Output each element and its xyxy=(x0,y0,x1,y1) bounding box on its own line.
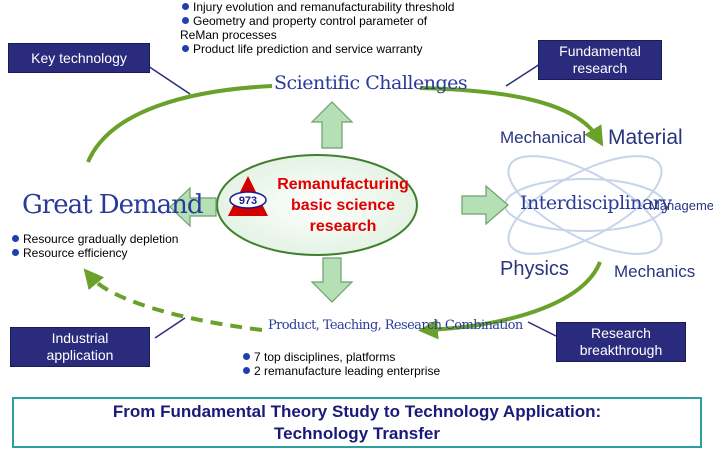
research-breakthrough-label-2: breakthrough xyxy=(579,342,663,358)
arrow-combination-to-demand xyxy=(83,268,263,332)
great-demand-title: Great Demand xyxy=(22,190,204,220)
word-material: Material xyxy=(608,126,683,149)
research-breakthrough-label-1: Research xyxy=(591,325,651,341)
center-line-2: basic science xyxy=(290,197,396,214)
challenge-item: Product life prediction and service warr… xyxy=(182,42,522,56)
block-arrow-left xyxy=(169,186,217,228)
bullet-dot-icon xyxy=(243,353,250,360)
industrial-application-box: Industrial application xyxy=(10,327,150,367)
word-physics: Physics xyxy=(500,258,569,280)
demand-item: Resource efficiency xyxy=(12,246,232,260)
arrow-challenges-to-interdisciplinary xyxy=(419,86,604,147)
bullet-dot-icon xyxy=(12,249,19,256)
arrow-interdisciplinary-to-combination xyxy=(418,261,602,340)
challenge-item: Geometry and property control parameter … xyxy=(182,14,522,28)
word-mechanics: Mechanics xyxy=(614,262,696,281)
challenge-item: Injury evolution and remanufacturability… xyxy=(182,0,522,14)
research-breakthrough-box: Research breakthrough xyxy=(556,322,686,362)
key-technology-label: Key technology xyxy=(31,49,127,66)
arrow-demand-to-challenges xyxy=(86,84,273,163)
fundamental-research-box: Fundamental research xyxy=(538,40,662,80)
key-technology-box: Key technology xyxy=(8,43,150,73)
demand-item: Resource gradually depletion xyxy=(12,232,232,246)
interdisciplinary-orbits xyxy=(504,155,666,255)
footer-banner: From Fundamental Theory Study to Technol… xyxy=(12,397,702,448)
interdisciplinary-title: Interdisciplinary xyxy=(520,192,672,214)
scientific-challenges-bullets: Injury evolution and remanufacturability… xyxy=(180,0,522,56)
bullet-dot-icon xyxy=(182,17,189,24)
center-line-3: research xyxy=(309,218,377,235)
industrial-application-label-2: application xyxy=(46,347,114,363)
great-demand-bullets: Resource gradually depletion Resource ef… xyxy=(12,232,232,260)
challenge-item-continued: ReMan processes xyxy=(180,28,277,42)
bullet-dot-icon xyxy=(243,367,250,374)
bullet-dot-icon xyxy=(182,3,189,10)
combination-bullets: 7 top disciplines, platforms 2 remanufac… xyxy=(243,350,503,378)
word-mechanical: Mechanical xyxy=(500,128,586,147)
callout-line-fundamental xyxy=(505,63,541,87)
scientific-challenges-title: Scientific Challenges xyxy=(274,72,468,94)
bullet-dot-icon xyxy=(182,45,189,52)
bullet-dot-icon xyxy=(12,235,19,242)
combination-item: 7 top disciplines, platforms xyxy=(243,350,503,364)
word-management: Management xyxy=(649,198,713,213)
industrial-application-label-1: Industrial xyxy=(51,330,109,346)
logo-973: 973 xyxy=(228,176,268,216)
callout-line-key-technology xyxy=(147,65,191,95)
center-research-text: Remanufacturing basic science research xyxy=(268,174,418,237)
footer-line-2: Technology Transfer xyxy=(274,423,440,443)
center-ellipse xyxy=(216,154,418,256)
center-line-1: Remanufacturing xyxy=(277,176,409,193)
fundamental-research-label-2: research xyxy=(572,60,628,76)
fundamental-research-label-1: Fundamental xyxy=(559,43,641,59)
footer-line-1: From Fundamental Theory Study to Technol… xyxy=(112,401,602,421)
block-arrow-right xyxy=(461,184,509,226)
block-arrow-up xyxy=(310,101,354,149)
combination-title: Product, Teaching, Research Combination xyxy=(268,318,523,333)
block-arrow-down xyxy=(310,257,354,303)
callout-line-industrial xyxy=(154,317,186,339)
combination-item: 2 remanufacture leading enterprise xyxy=(243,364,503,378)
callout-line-breakthrough xyxy=(527,321,557,337)
logo-973-text: 973 xyxy=(239,195,257,207)
